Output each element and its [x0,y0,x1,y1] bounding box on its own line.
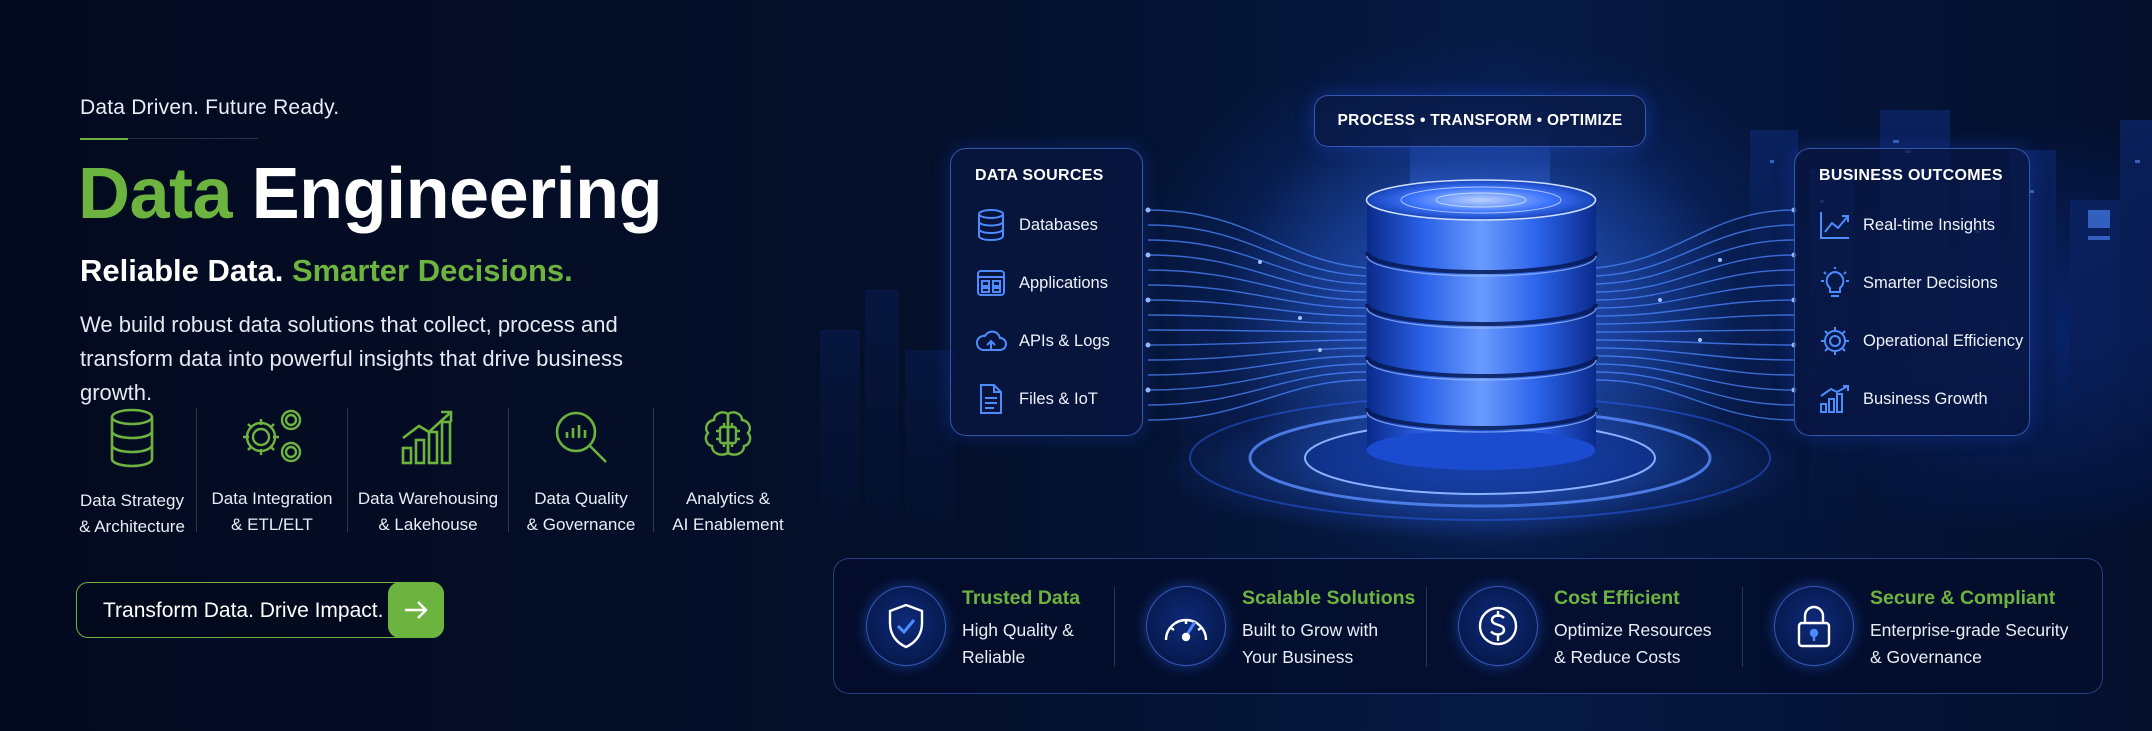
benefit-title: Cost Efficient [1554,587,1680,609]
benefit-cost-efficient: Cost Efficient Optimize Resources & Redu… [1426,559,1741,695]
benefit-line: Your Business [1242,647,1354,667]
gear-icon [1819,323,1851,359]
service-divider [508,408,509,532]
speedometer-icon [1146,586,1226,666]
title-main: Engineering [251,154,663,234]
benefit-divider [1742,587,1743,667]
source-item-databases: Databases [975,205,1098,245]
app-window-icon [975,265,1007,301]
benefit-title: Scalable Solutions [1242,587,1416,609]
benefit-line: Built to Grow with [1242,620,1379,640]
benefit-title: Secure & Compliant [1870,587,2056,609]
service-data-quality[interactable]: Data Quality & Governance [509,408,653,536]
benefit-divider [1426,587,1427,667]
arrow-right-icon[interactable] [388,582,444,638]
lock-icon [1774,586,1854,666]
outcome-item-decisions: Smarter Decisions [1819,263,1998,303]
benefit-line: Reliable [962,647,1026,667]
benefit-description: Enterprise-grade Security & Governance [1870,617,2068,671]
services-list: Data Strategy & Architecture Data Integr… [68,408,802,536]
outcome-label: Smarter Decisions [1863,273,1998,292]
service-divider [196,408,197,532]
lightbulb-icon [1819,265,1851,301]
service-label: Data Quality [534,489,628,508]
description: We build robust data solutions that coll… [80,308,700,410]
outcome-item-realtime: Real-time Insights [1819,205,1995,245]
source-label: Files & IoT [1019,389,1098,408]
bar-growth-icon [1819,381,1851,417]
benefit-title: Trusted Data [962,587,1081,609]
source-label: APIs & Logs [1019,331,1110,350]
shield-check-icon [866,586,946,666]
page-subtitle: Reliable Data. Smarter Decisions. [80,253,573,289]
title-highlight: Data [78,154,233,234]
benefits-bar: Trusted Data High Quality & Reliable Sca… [833,558,2103,694]
benefit-line: High Quality & [962,620,1074,640]
benefit-line: & Reduce Costs [1554,647,1681,667]
description-line: We build robust data solutions that coll… [80,312,618,337]
service-label: Analytics & [685,489,771,508]
service-data-warehousing[interactable]: Data Warehousing & Lakehouse [348,408,508,536]
outcome-item-growth: Business Growth [1819,379,1988,419]
service-label: Data Strategy [80,491,184,510]
service-label: & Lakehouse [378,515,478,534]
line-chart-icon [1819,207,1851,243]
outcome-label: Business Growth [1863,389,1988,408]
outcome-item-efficiency: Operational Efficiency [1819,321,2023,361]
service-divider [347,408,348,532]
database-icon [975,207,1007,243]
ai-brain-icon [698,408,758,466]
database-icon [108,408,156,468]
growth-chart-icon [399,408,457,466]
benefit-description: Built to Grow with Your Business [1242,617,1378,671]
service-divider [653,408,654,532]
cta-label: Transform Data. Drive Impact. [103,599,384,622]
service-label: Data Warehousing [357,489,499,508]
source-item-files-iot: Files & IoT [975,379,1098,419]
tagline-accent-line [80,138,128,140]
magnifier-chart-icon [552,408,610,466]
benefit-trusted-data: Trusted Data High Quality & Reliable [834,559,1114,695]
benefit-line: Optimize Resources [1554,620,1712,640]
panel-title: BUSINESS OUTCOMES [1819,167,2003,184]
benefit-line: & Governance [1870,647,1982,667]
benefit-line: Enterprise-grade Security [1870,620,2069,640]
business-outcomes-panel: BUSINESS OUTCOMES Real-time Insights Sma… [1794,148,2030,436]
description-line: transform data into powerful insights th… [80,346,623,405]
outcome-label: Operational Efficiency [1863,331,2024,350]
benefit-divider [1114,587,1115,667]
file-icon [975,381,1007,417]
page-title: Data Engineering [78,158,663,230]
tagline-divider [128,138,258,139]
benefit-secure: Secure & Compliant Enterprise-grade Secu… [1742,559,2102,695]
service-label: & ETL/ELT [231,515,313,534]
service-label: & Architecture [79,517,185,536]
service-label: & Governance [526,515,636,534]
service-analytics-ai[interactable]: Analytics & AI Enablement [654,408,802,536]
source-label: Databases [1019,215,1098,234]
subtitle-green: Smarter Decisions. [291,253,573,288]
process-banner: PROCESS • TRANSFORM • OPTIMIZE [1314,95,1646,147]
cta-button[interactable]: Transform Data. Drive Impact. [76,582,444,638]
source-item-apis-logs: APIs & Logs [975,321,1110,361]
service-data-strategy[interactable]: Data Strategy & Architecture [68,408,196,536]
source-label: Applications [1019,273,1108,292]
benefit-description: Optimize Resources & Reduce Costs [1554,617,1712,671]
cloud-icon [975,323,1007,359]
service-data-integration[interactable]: Data Integration & ETL/ELT [197,408,347,536]
data-sources-panel: DATA SOURCES Databases Applications [950,148,1143,436]
benefit-scalable: Scalable Solutions Built to Grow with Yo… [1114,559,1429,695]
outcome-label: Real-time Insights [1863,215,1996,234]
benefit-description: High Quality & Reliable [962,617,1074,671]
gears-icon [239,408,305,466]
service-label: AI Enablement [672,515,784,534]
source-item-applications: Applications [975,263,1108,303]
subtitle-white: Reliable Data. [80,253,284,288]
dollar-icon [1458,586,1538,666]
tagline: Data Driven. Future Ready. [80,96,340,119]
panel-title: DATA SOURCES [975,167,1104,184]
service-label: Data Integration [211,489,333,508]
